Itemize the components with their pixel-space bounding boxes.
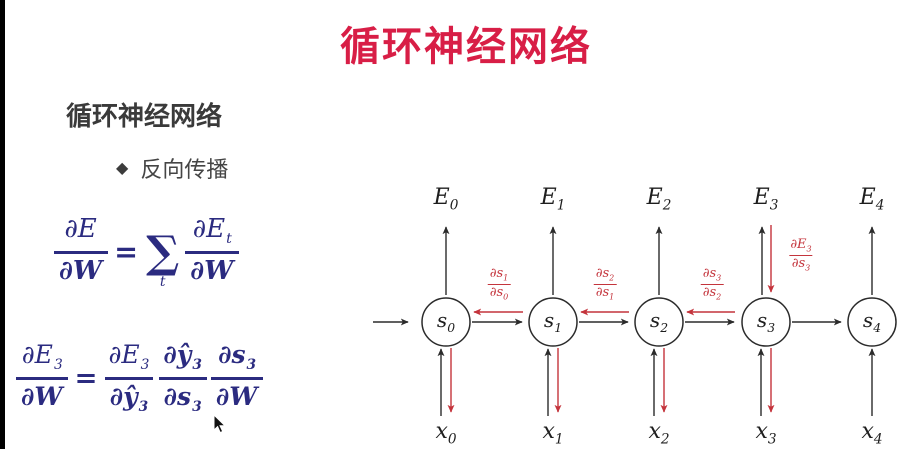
grad-label-ds2-ds1: ∂s2 ∂s1 [593, 266, 617, 303]
node-label-s3: s3 [756, 307, 776, 335]
fraction-dE3-dy3: ∂E3 ∂ŷ3 [103, 340, 154, 416]
red-gradient-arrows [447, 225, 775, 413]
node-label-s1: s1 [543, 307, 563, 335]
numerator: ∂ŷ3 [163, 340, 202, 373]
denominator: ∂s3 [158, 376, 207, 416]
numerator: ∂E3 [21, 340, 63, 373]
denominator: ∂W [210, 376, 264, 416]
bullet-item: ◆ 反向传播 [116, 152, 228, 184]
numerator: ∂s2 [595, 266, 615, 283]
bullet-label: 反向传播 [140, 157, 229, 182]
numerator: ∂s3 [218, 340, 257, 373]
grad-label-dE3-ds3: ∂E3 ∂s3 [788, 237, 813, 274]
node-label-s2: s2 [649, 307, 669, 335]
output-label-E1: E1 [540, 185, 566, 214]
numerator: ∂s1 [489, 266, 509, 283]
left-edge-bar [0, 0, 5, 449]
grad-label-ds1-ds0: ∂s1 ∂s0 [487, 266, 511, 303]
denominator: ∂ŷ3 [104, 376, 154, 416]
fraction-ds3-dW: ∂s3 ∂W [210, 340, 264, 416]
denominator: ∂s0 [487, 284, 511, 303]
denominator: ∂W [16, 376, 69, 416]
denominator: ∂W [185, 250, 240, 290]
rnn-diagram [373, 225, 897, 416]
summation: ∑ t [146, 226, 180, 290]
fraction-dEt-dW: ∂Et ∂W [185, 214, 240, 290]
sigma-subscript: t [159, 273, 166, 290]
black-arrows [373, 226, 876, 416]
diamond-bullet-icon: ◆ [116, 160, 129, 177]
output-label-E3: E3 [753, 185, 779, 214]
numerator: ∂E3 [790, 237, 812, 254]
sigma-symbol: ∑ [146, 226, 180, 278]
denominator: ∂s3 [789, 255, 813, 274]
input-label-x0: x0 [435, 419, 457, 448]
denominator: ∂W [54, 250, 109, 290]
node-label-s4: s4 [862, 307, 882, 335]
equals-sign: = [114, 235, 139, 270]
fraction-dE3-dW: ∂E3 ∂W [16, 340, 69, 416]
output-label-E0: E0 [433, 185, 459, 214]
slide-title: 循环神经网络 [340, 25, 592, 69]
numerator: ∂s3 [702, 266, 722, 283]
input-label-x3: x3 [755, 419, 777, 448]
numerator: ∂E [64, 214, 97, 244]
input-label-x1: x1 [542, 419, 564, 448]
equals-sign: = [74, 362, 98, 395]
numerator: ∂E3 [108, 340, 150, 373]
fraction-dy3-ds3: ∂ŷ3 ∂s3 [158, 340, 207, 416]
formula-total-gradient: ∂E ∂W = ∑ t ∂Et ∂W [52, 214, 241, 290]
denominator: ∂s2 [700, 284, 724, 303]
grad-label-ds3-ds2: ∂s3 ∂s2 [700, 266, 724, 303]
output-label-E2: E2 [646, 185, 672, 214]
state-node-circles [421, 297, 897, 347]
denominator: ∂s1 [593, 284, 617, 303]
node-label-s0: s0 [436, 307, 456, 335]
input-label-x4: x4 [861, 419, 883, 448]
numerator: ∂Et [192, 214, 232, 248]
section-heading: 循环神经网络 [66, 101, 223, 131]
fraction-dE-dW: ∂E ∂W [54, 214, 109, 290]
formula-chain-rule: ∂E3 ∂W = ∂E3 ∂ŷ3 ∂ŷ3 ∂s3 ∂s3 ∂W [14, 340, 265, 416]
input-label-x2: x2 [648, 419, 670, 448]
mouse-cursor [213, 415, 227, 434]
output-label-E4: E4 [859, 185, 885, 214]
